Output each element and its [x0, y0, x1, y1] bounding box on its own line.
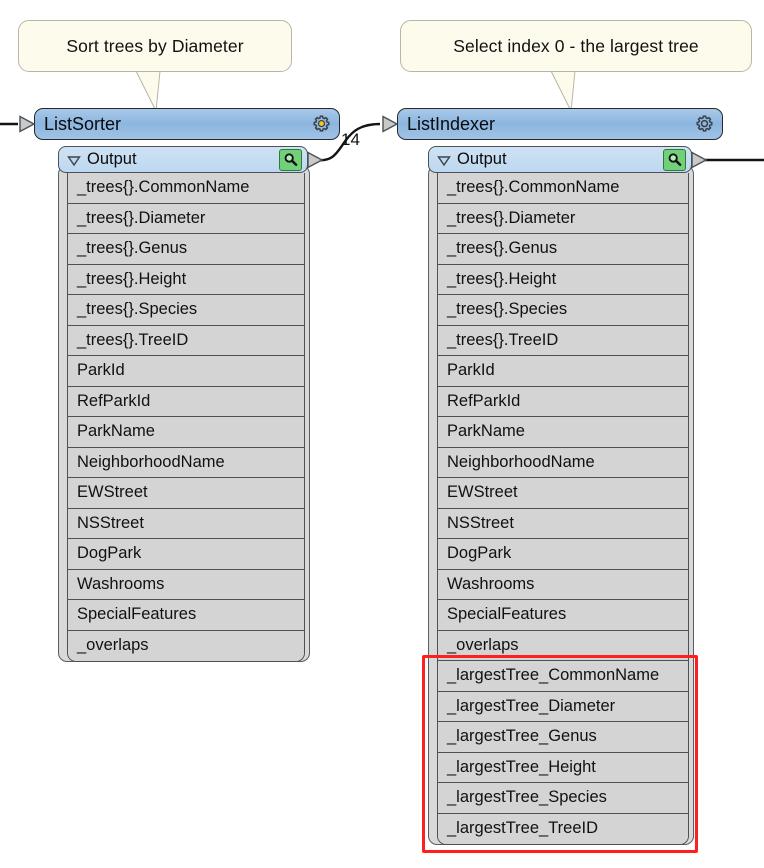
field-row[interactable]: _trees{}.CommonName	[68, 173, 304, 204]
output-port-arrow-icon[interactable]	[690, 150, 708, 169]
callout-sort-tail	[135, 70, 161, 112]
field-row[interactable]: Washrooms	[68, 569, 304, 600]
node-list-sorter-output-group[interactable]: Output	[58, 146, 324, 173]
field-row[interactable]: _trees{}.Species	[438, 295, 688, 326]
field-row[interactable]: RefParkId	[438, 386, 688, 417]
field-row[interactable]: _trees{}.Genus	[438, 234, 688, 265]
node-list-sorter-header[interactable]: ListSorter	[19, 108, 340, 140]
node-list-indexer-field-list[interactable]: _trees{}.CommonName_trees{}.Diameter_tre…	[437, 173, 689, 845]
gear-icon[interactable]	[694, 114, 715, 135]
callout-index-tail	[550, 70, 576, 112]
input-port-arrow-icon[interactable]	[18, 115, 36, 134]
node-list-sorter-field-list[interactable]: _trees{}.CommonName_trees{}.Diameter_tre…	[67, 173, 305, 662]
gear-icon[interactable]	[311, 114, 332, 135]
field-row[interactable]: NSStreet	[438, 508, 688, 539]
node-list-indexer-output-label: Output	[457, 150, 507, 169]
callout-sort-trees: Sort trees by Diameter	[18, 20, 292, 72]
node-list-sorter-title: ListSorter	[44, 114, 122, 134]
field-row[interactable]: EWStreet	[438, 478, 688, 509]
triangle-down-icon[interactable]	[67, 153, 81, 167]
field-row[interactable]: _trees{}.TreeID	[68, 325, 304, 356]
field-row[interactable]: _trees{}.CommonName	[438, 173, 688, 204]
magnifier-icon[interactable]	[279, 148, 302, 171]
field-row[interactable]: RefParkId	[68, 386, 304, 417]
field-row[interactable]: SpecialFeatures	[438, 600, 688, 631]
field-row[interactable]: ParkName	[68, 417, 304, 448]
field-row[interactable]: SpecialFeatures	[68, 600, 304, 631]
field-row[interactable]: _trees{}.TreeID	[438, 325, 688, 356]
input-port-arrow-icon[interactable]	[381, 115, 399, 134]
field-row[interactable]: Washrooms	[438, 569, 688, 600]
field-row[interactable]: _largestTree_TreeID	[438, 813, 688, 844]
callout-select-index: Select index 0 - the largest tree	[400, 20, 752, 72]
callout-index-text: Select index 0 - the largest tree	[453, 35, 699, 56]
node-list-sorter-output-label: Output	[87, 150, 137, 169]
node-list-indexer-title: ListIndexer	[407, 114, 496, 134]
field-row[interactable]: _overlaps	[438, 630, 688, 661]
field-row[interactable]: _overlaps	[68, 630, 304, 661]
field-row[interactable]: _trees{}.Diameter	[438, 203, 688, 234]
magnifier-icon[interactable]	[663, 148, 686, 171]
field-row[interactable]: DogPark	[438, 539, 688, 570]
node-list-indexer-output-group[interactable]: Output	[428, 146, 708, 173]
field-row[interactable]: NSStreet	[68, 508, 304, 539]
field-row[interactable]: DogPark	[68, 539, 304, 570]
field-row[interactable]: _trees{}.Height	[68, 264, 304, 295]
triangle-down-icon[interactable]	[437, 153, 451, 167]
output-port-arrow-icon[interactable]	[306, 150, 324, 169]
field-row[interactable]: _largestTree_Species	[438, 783, 688, 814]
connection-count-label: 14	[341, 130, 360, 149]
field-row[interactable]: ParkName	[438, 417, 688, 448]
field-row[interactable]: _largestTree_CommonName	[438, 661, 688, 692]
field-row[interactable]: _largestTree_Genus	[438, 722, 688, 753]
field-row[interactable]: _trees{}.Diameter	[68, 203, 304, 234]
field-row[interactable]: NeighborhoodName	[68, 447, 304, 478]
node-list-indexer-header[interactable]: ListIndexer	[382, 108, 723, 140]
field-row[interactable]: ParkId	[438, 356, 688, 387]
field-row[interactable]: _trees{}.Species	[68, 295, 304, 326]
field-row[interactable]: _largestTree_Height	[438, 752, 688, 783]
field-row[interactable]: EWStreet	[68, 478, 304, 509]
field-row[interactable]: _largestTree_Diameter	[438, 691, 688, 722]
field-row[interactable]: ParkId	[68, 356, 304, 387]
field-row[interactable]: _trees{}.Height	[438, 264, 688, 295]
field-row[interactable]: NeighborhoodName	[438, 447, 688, 478]
field-row[interactable]: _trees{}.Genus	[68, 234, 304, 265]
callout-sort-text: Sort trees by Diameter	[66, 35, 244, 56]
